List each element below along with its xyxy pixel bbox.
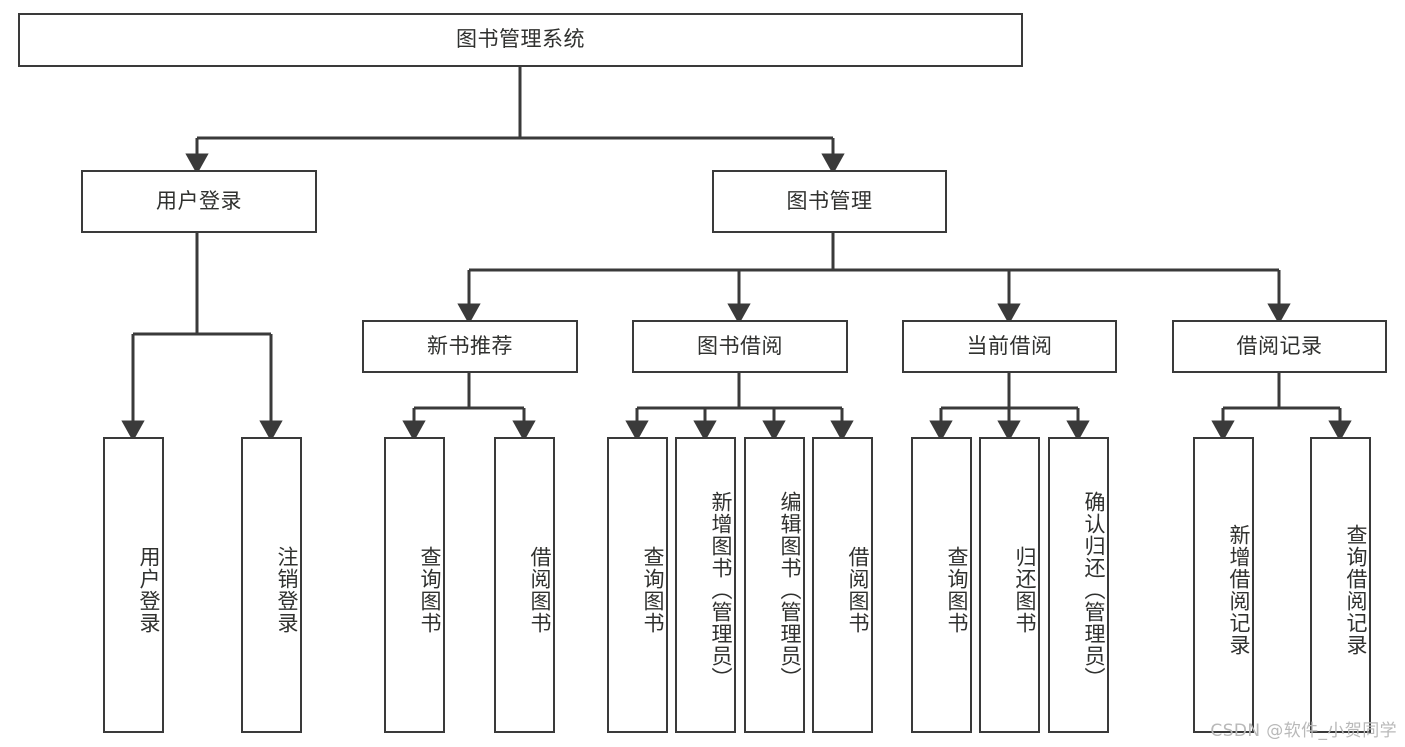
- node-leaf-book-borrow-add-admin[interactable]: 新增图书（管理员）: [675, 437, 736, 733]
- watermark-text: CSDN @软件_小贺同学: [1210, 721, 1397, 741]
- node-label: 借阅图书: [528, 546, 552, 634]
- node-current-borrow[interactable]: 当前借阅: [902, 320, 1117, 373]
- node-leaf-current-borrow-query[interactable]: 查询图书: [911, 437, 972, 733]
- node-label: 图书借阅: [697, 333, 783, 358]
- node-leaf-current-borrow-confirm-admin[interactable]: 确认归还（管理员）: [1048, 437, 1109, 733]
- node-label: 用户登录: [137, 546, 161, 634]
- node-root-book-management-system[interactable]: 图书管理系统: [18, 13, 1023, 67]
- node-leaf-borrow-record-query[interactable]: 查询借阅记录: [1310, 437, 1371, 733]
- node-label: 图书管理系统: [456, 27, 585, 52]
- node-label: 查询图书: [641, 546, 665, 634]
- node-leaf-book-borrow-edit-admin[interactable]: 编辑图书（管理员）: [744, 437, 805, 733]
- node-leaf-book-borrow-borrow[interactable]: 借阅图书: [812, 437, 873, 733]
- node-book-borrow[interactable]: 图书借阅: [632, 320, 848, 373]
- node-label: 当前借阅: [966, 333, 1053, 358]
- node-borrow-record[interactable]: 借阅记录: [1172, 320, 1387, 373]
- node-label: 确认归还（管理员）: [1082, 491, 1106, 689]
- node-leaf-user-login-signin[interactable]: 用户登录: [103, 437, 164, 733]
- node-label: 新增图书（管理员）: [709, 491, 733, 689]
- node-user-login[interactable]: 用户登录: [81, 170, 317, 233]
- node-leaf-current-borrow-return[interactable]: 归还图书: [979, 437, 1040, 733]
- node-leaf-new-book-query[interactable]: 查询图书: [384, 437, 445, 733]
- node-new-book-recommend[interactable]: 新书推荐: [362, 320, 578, 373]
- node-leaf-borrow-record-add[interactable]: 新增借阅记录: [1193, 437, 1254, 733]
- node-label: 用户登录: [156, 188, 242, 213]
- node-label: 新增借阅记录: [1227, 524, 1251, 656]
- node-label: 新书推荐: [427, 333, 513, 358]
- node-leaf-book-borrow-query[interactable]: 查询图书: [607, 437, 668, 733]
- node-label: 查询图书: [418, 546, 442, 634]
- node-label: 归还图书: [1013, 546, 1037, 634]
- node-leaf-new-book-borrow[interactable]: 借阅图书: [494, 437, 555, 733]
- node-label: 查询图书: [945, 546, 969, 634]
- node-label: 注销登录: [275, 546, 299, 634]
- node-label: 查询借阅记录: [1344, 524, 1368, 656]
- node-book-management[interactable]: 图书管理: [712, 170, 947, 233]
- node-label: 图书管理: [786, 188, 873, 213]
- node-label: 编辑图书（管理员）: [778, 491, 802, 689]
- node-leaf-user-login-signout[interactable]: 注销登录: [241, 437, 302, 733]
- node-label: 借阅记录: [1236, 333, 1323, 358]
- node-label: 借阅图书: [846, 546, 870, 634]
